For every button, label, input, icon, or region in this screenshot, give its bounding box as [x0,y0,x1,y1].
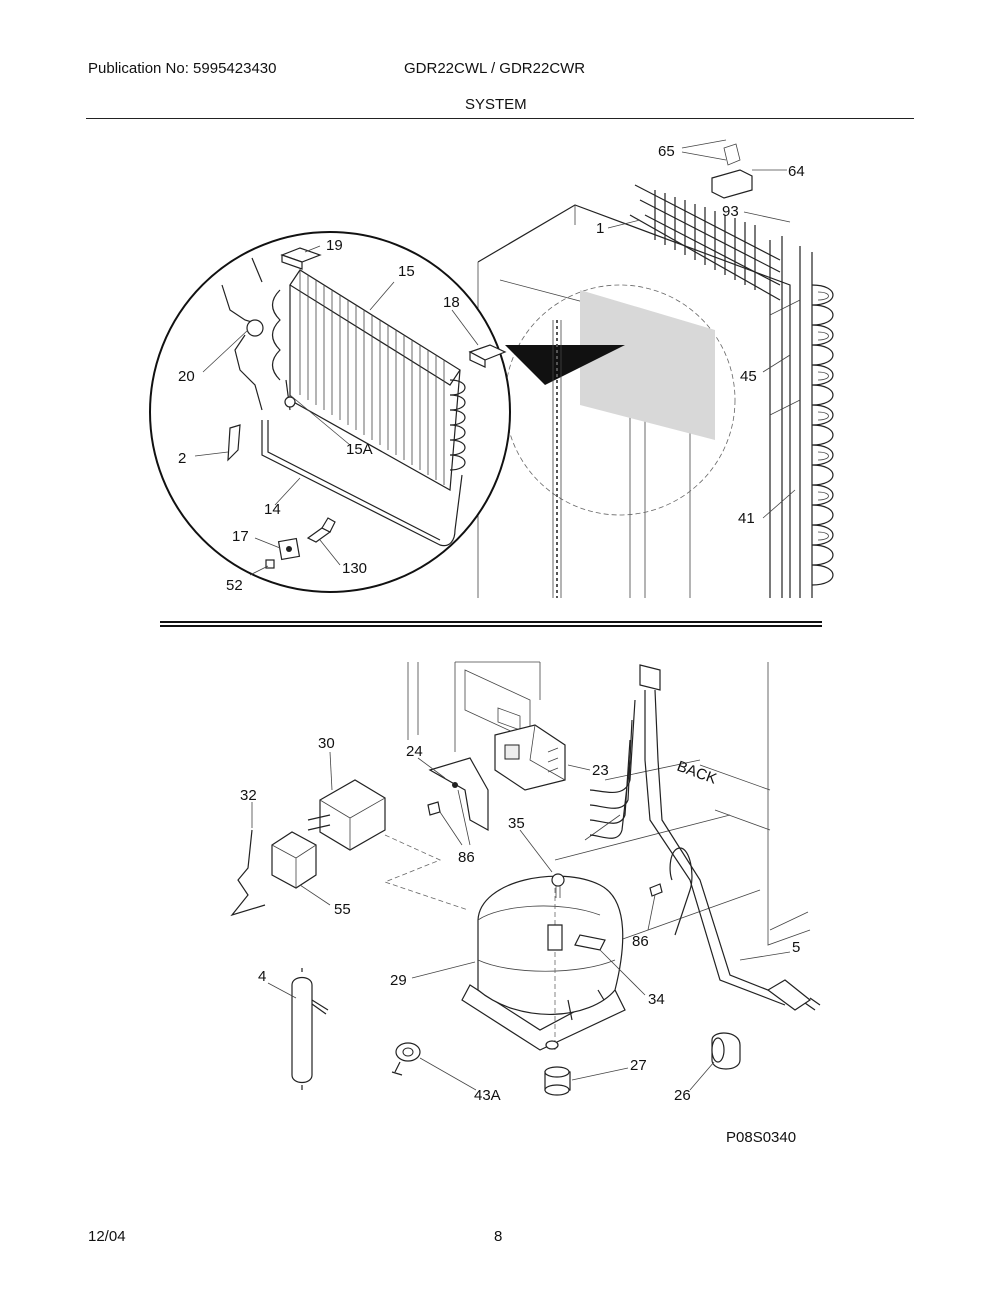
callout-43A: 43A [474,1087,501,1104]
callout-64: 64 [788,163,805,180]
callout-93: 93 [722,203,739,220]
evaporator-detail-circle [149,231,511,593]
callout-86-right: 86 [632,933,649,950]
overload-30 [307,779,386,851]
compressor-29 [461,873,626,1051]
mount-26 [711,1032,741,1070]
insulation-block-18-side [469,351,486,368]
callout-65: 65 [658,143,675,160]
drier-4 [291,968,329,1090]
grommet-27 [544,1066,571,1096]
insulation-block-19-side [281,254,303,270]
relay-55 [271,831,317,889]
drain-pan-bracket [711,143,753,199]
refrigerator-cabinet [477,204,791,598]
callout-18: 18 [443,294,460,311]
defrost-lead [234,334,263,411]
callout-32: 32 [240,787,257,804]
callout-19: 19 [326,237,343,254]
callout-52: 52 [226,577,243,594]
screw-35 [551,873,565,887]
callout-15: 15 [398,263,415,280]
relay-23 [494,724,566,791]
clip-2 [227,424,241,462]
back-label: BACK [675,758,719,788]
machine-compartment [407,661,811,946]
callout-24: 24 [406,743,423,760]
footer-page-number: 8 [494,1228,503,1245]
callout-130: 130 [342,560,367,577]
drain-tube [261,420,463,547]
callout-55: 55 [334,901,351,918]
callout-45: 45 [740,368,757,385]
callout-1: 1 [596,220,604,237]
callout-20: 20 [178,368,195,385]
callout-29: 29 [390,972,407,989]
model-numbers: GDR22CWL / GDR22CWR [404,60,586,77]
callout-27: 27 [630,1057,647,1074]
callout-14: 14 [264,501,281,518]
callout-5: 5 [792,939,800,956]
callout-23: 23 [592,762,609,779]
top-leader-lines [194,139,796,576]
power-plug [766,979,812,1011]
header-rule [86,118,914,119]
nut-52 [265,559,275,569]
callout-86-left: 86 [458,849,475,866]
bracket-24 [427,757,489,832]
callout-35: 35 [508,815,525,832]
callout-15A: 15A [346,441,373,458]
evaporator [271,269,466,491]
ground-lead [669,847,693,936]
clamp-43A [391,1042,421,1076]
callout-17: 17 [232,528,249,545]
callout-30: 30 [318,735,335,752]
power-cord-harness [589,664,821,1011]
callout-41: 41 [738,510,755,527]
callout-34: 34 [648,991,665,1008]
footer-date: 12/04 [88,1228,126,1245]
callout-26: 26 [674,1087,691,1104]
condenser-coil [634,184,834,598]
section-title: SYSTEM [465,96,527,113]
callout-4: 4 [258,968,266,985]
publication-number: Publication No: 5995423430 [88,60,277,77]
wire-32 [230,829,266,917]
drawing-code: P08S0340 [726,1129,796,1146]
screw-86 [649,883,663,897]
defrost-terminator [246,319,264,337]
section-divider [160,621,822,627]
bottom-leader-lines [251,751,791,1091]
callout-2: 2 [178,450,186,467]
